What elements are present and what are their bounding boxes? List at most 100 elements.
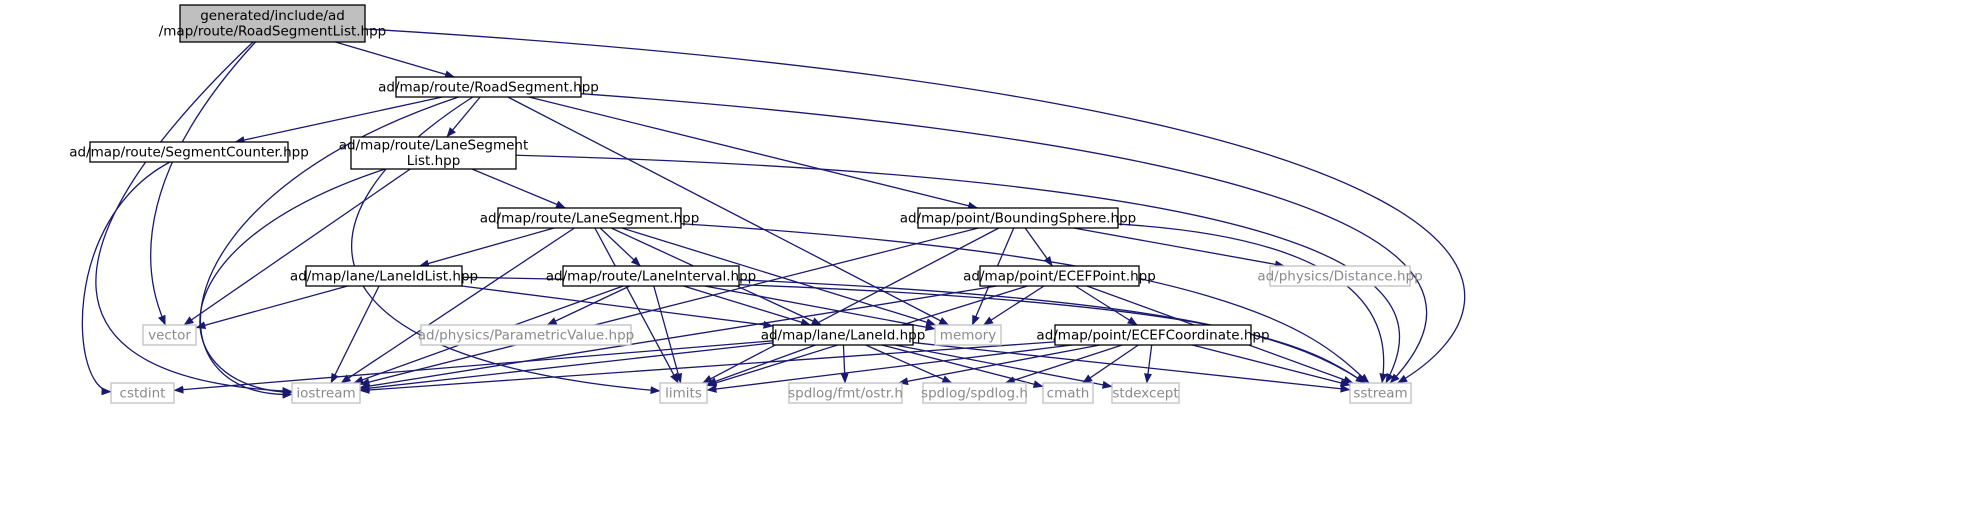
nodes-layer: generated/include/ad/map/route/RoadSegme… (69, 4, 1423, 404)
node-iostream: iostream (291, 382, 361, 404)
node-bounding_sphere[interactable]: ad/map/point/BoundingSphere.hpp (900, 207, 1137, 229)
node-road_segment[interactable]: ad/map/route/RoadSegment.hpp (378, 76, 599, 98)
node-box-lane_segment (497, 207, 682, 229)
edge-ecef_coordinate-to-spdlog_spdlog (1004, 344, 1123, 384)
edge-lane_id-to-sstream (912, 341, 1351, 393)
node-label-bounding_sphere: ad/map/point/BoundingSphere.hpp (900, 210, 1137, 226)
node-label-parametric_value: ad/physics/ParametricValue.hpp (418, 327, 634, 343)
node-box-memory (934, 324, 1002, 346)
edge-bounding_sphere-to-physics_distance (1073, 227, 1285, 269)
node-lane_interval[interactable]: ad/map/route/LaneInterval.hpp (546, 265, 757, 287)
edge-lane_segment-to-iostream (340, 227, 575, 384)
edge-lane_segment_list-to-vector (183, 168, 411, 326)
edge-ecef_coordinate-to-spdlog_fmt_ostr (898, 344, 1101, 386)
node-box-cmath (1042, 382, 1094, 404)
node-label-limits: limits (665, 385, 702, 401)
edge-road_segment-to-segment_counter (234, 96, 443, 144)
edge-bounding_sphere-to-iostream (359, 227, 979, 386)
node-box-parametric_value (420, 324, 632, 346)
edge-ecef_point-to-ecef_coordinate (1075, 285, 1138, 326)
edge-lane_interval-to-memory (704, 285, 936, 332)
edge-lane_segment-to-limits (594, 227, 679, 384)
edge-lane_id-to-spdlog_spdlog (865, 344, 953, 384)
node-box-lane_segment_list (350, 136, 517, 170)
node-root[interactable]: generated/include/ad/map/route/RoadSegme… (159, 4, 387, 43)
node-label-lane_id: ad/map/lane/LaneId.hpp (761, 327, 926, 343)
node-label-segment_counter: ad/map/route/SegmentCounter.hpp (69, 144, 309, 160)
edge-lane_segment-to-sstream (680, 223, 1370, 384)
node-cstdint: cstdint (110, 382, 175, 404)
node-label-lane_interval: ad/map/route/LaneInterval.hpp (546, 268, 757, 284)
node-ecef_coordinate[interactable]: ad/map/point/ECEFCoordinate.hpp (1036, 324, 1270, 346)
node-label-root: /map/route/RoadSegmentList.hpp (159, 24, 387, 40)
node-spdlog_fmt_ostr: spdlog/fmt/ostr.h (788, 382, 903, 404)
node-spdlog_spdlog: spdlog/spdlog.h (921, 382, 1028, 404)
node-label-spdlog_spdlog: spdlog/spdlog.h (921, 385, 1028, 401)
node-cmath: cmath (1042, 382, 1094, 404)
node-label-vector: vector (148, 327, 191, 343)
node-lane_id[interactable]: ad/map/lane/LaneId.hpp (761, 324, 926, 346)
edge-ecef_coordinate-to-iostream (359, 341, 1056, 394)
node-box-root (179, 4, 366, 43)
edge-lane_interval-to-sstream (738, 279, 1366, 384)
node-label-sstream: sstream (1353, 385, 1407, 401)
node-segment_counter[interactable]: ad/map/route/SegmentCounter.hpp (69, 141, 309, 163)
node-box-lane_interval (562, 265, 740, 287)
edge-bounding_sphere-to-sstream (1117, 223, 1388, 384)
node-box-ecef_coordinate (1054, 324, 1252, 346)
node-box-lane_id (772, 324, 914, 346)
node-box-road_segment (395, 76, 582, 98)
node-label-root: generated/include/ad (200, 8, 345, 24)
node-ecef_point[interactable]: ad/map/point/ECEFPoint.hpp (963, 265, 1156, 287)
node-label-spdlog_fmt_ostr: spdlog/fmt/ostr.h (788, 385, 903, 401)
node-box-iostream (291, 382, 361, 404)
node-label-physics_distance: ad/physics/Distance.hpp (1257, 268, 1422, 284)
edge-lane_segment-to-lane_interval (599, 227, 641, 267)
node-limits: limits (659, 382, 708, 404)
edge-ecef_coordinate-to-sstream (1192, 344, 1351, 387)
edge-ecef_point-to-iostream (359, 285, 997, 391)
edge-root-to-road_segment (335, 41, 455, 79)
edge-segment_counter-to-cstdint (81, 161, 171, 396)
node-sstream: sstream (1349, 382, 1412, 404)
node-box-spdlog_fmt_ostr (788, 382, 903, 404)
node-label-stdexcept: stdexcept (1112, 385, 1178, 401)
node-lane_id_list[interactable]: ad/map/lane/LaneIdList.hpp (290, 265, 478, 287)
node-vector: vector (142, 324, 197, 346)
node-label-lane_id_list: ad/map/lane/LaneIdList.hpp (290, 268, 478, 284)
edge-bounding_sphere-to-ecef_point (1024, 227, 1053, 267)
node-label-memory: memory (940, 327, 996, 343)
edge-lane_id-to-iostream (359, 342, 774, 393)
edge-road_segment-to-lane_segment_list (446, 96, 481, 138)
edge-lane_segment_list-to-sstream (515, 154, 1401, 384)
edge-lane_id-to-spdlog_fmt_ostr (840, 344, 849, 384)
edge-lane_interval-to-limits (653, 285, 683, 384)
edge-lane_interval-to-parametric_value (546, 285, 631, 326)
node-stdexcept: stdexcept (1111, 382, 1180, 404)
node-parametric_value: ad/physics/ParametricValue.hpp (418, 324, 634, 346)
node-box-lane_id_list (305, 265, 463, 287)
node-box-spdlog_spdlog (922, 382, 1027, 404)
node-box-segment_counter (89, 141, 289, 163)
node-label-iostream: iostream (296, 385, 355, 401)
node-box-ecef_point (979, 265, 1140, 287)
node-box-sstream (1349, 382, 1412, 404)
edge-lane_segment-to-lane_id_list (418, 227, 555, 268)
node-box-stdexcept (1111, 382, 1180, 404)
node-box-physics_distance (1269, 265, 1411, 287)
edge-lane_id-to-limits (706, 344, 816, 386)
edge-root-to-iostream (95, 41, 293, 396)
edge-ecef_coordinate-to-cmath (1082, 344, 1139, 384)
edge-root-to-vector (150, 41, 256, 326)
edge-ecef_coordinate-to-stdexcept (1144, 344, 1153, 384)
node-lane_segment[interactable]: ad/map/route/LaneSegment.hpp (480, 207, 700, 229)
node-label-ecef_coordinate: ad/map/point/ECEFCoordinate.hpp (1036, 327, 1269, 343)
edge-lane_id-to-cstdint (173, 340, 774, 394)
node-label-lane_segment_list: ad/map/route/LaneSegment (339, 138, 529, 154)
edge-lane_segment-to-memory (621, 227, 937, 327)
node-label-road_segment: ad/map/route/RoadSegment.hpp (378, 79, 599, 95)
edge-lane_id_list-to-vector (195, 285, 348, 330)
node-label-lane_segment: ad/map/route/LaneSegment.hpp (480, 210, 700, 226)
